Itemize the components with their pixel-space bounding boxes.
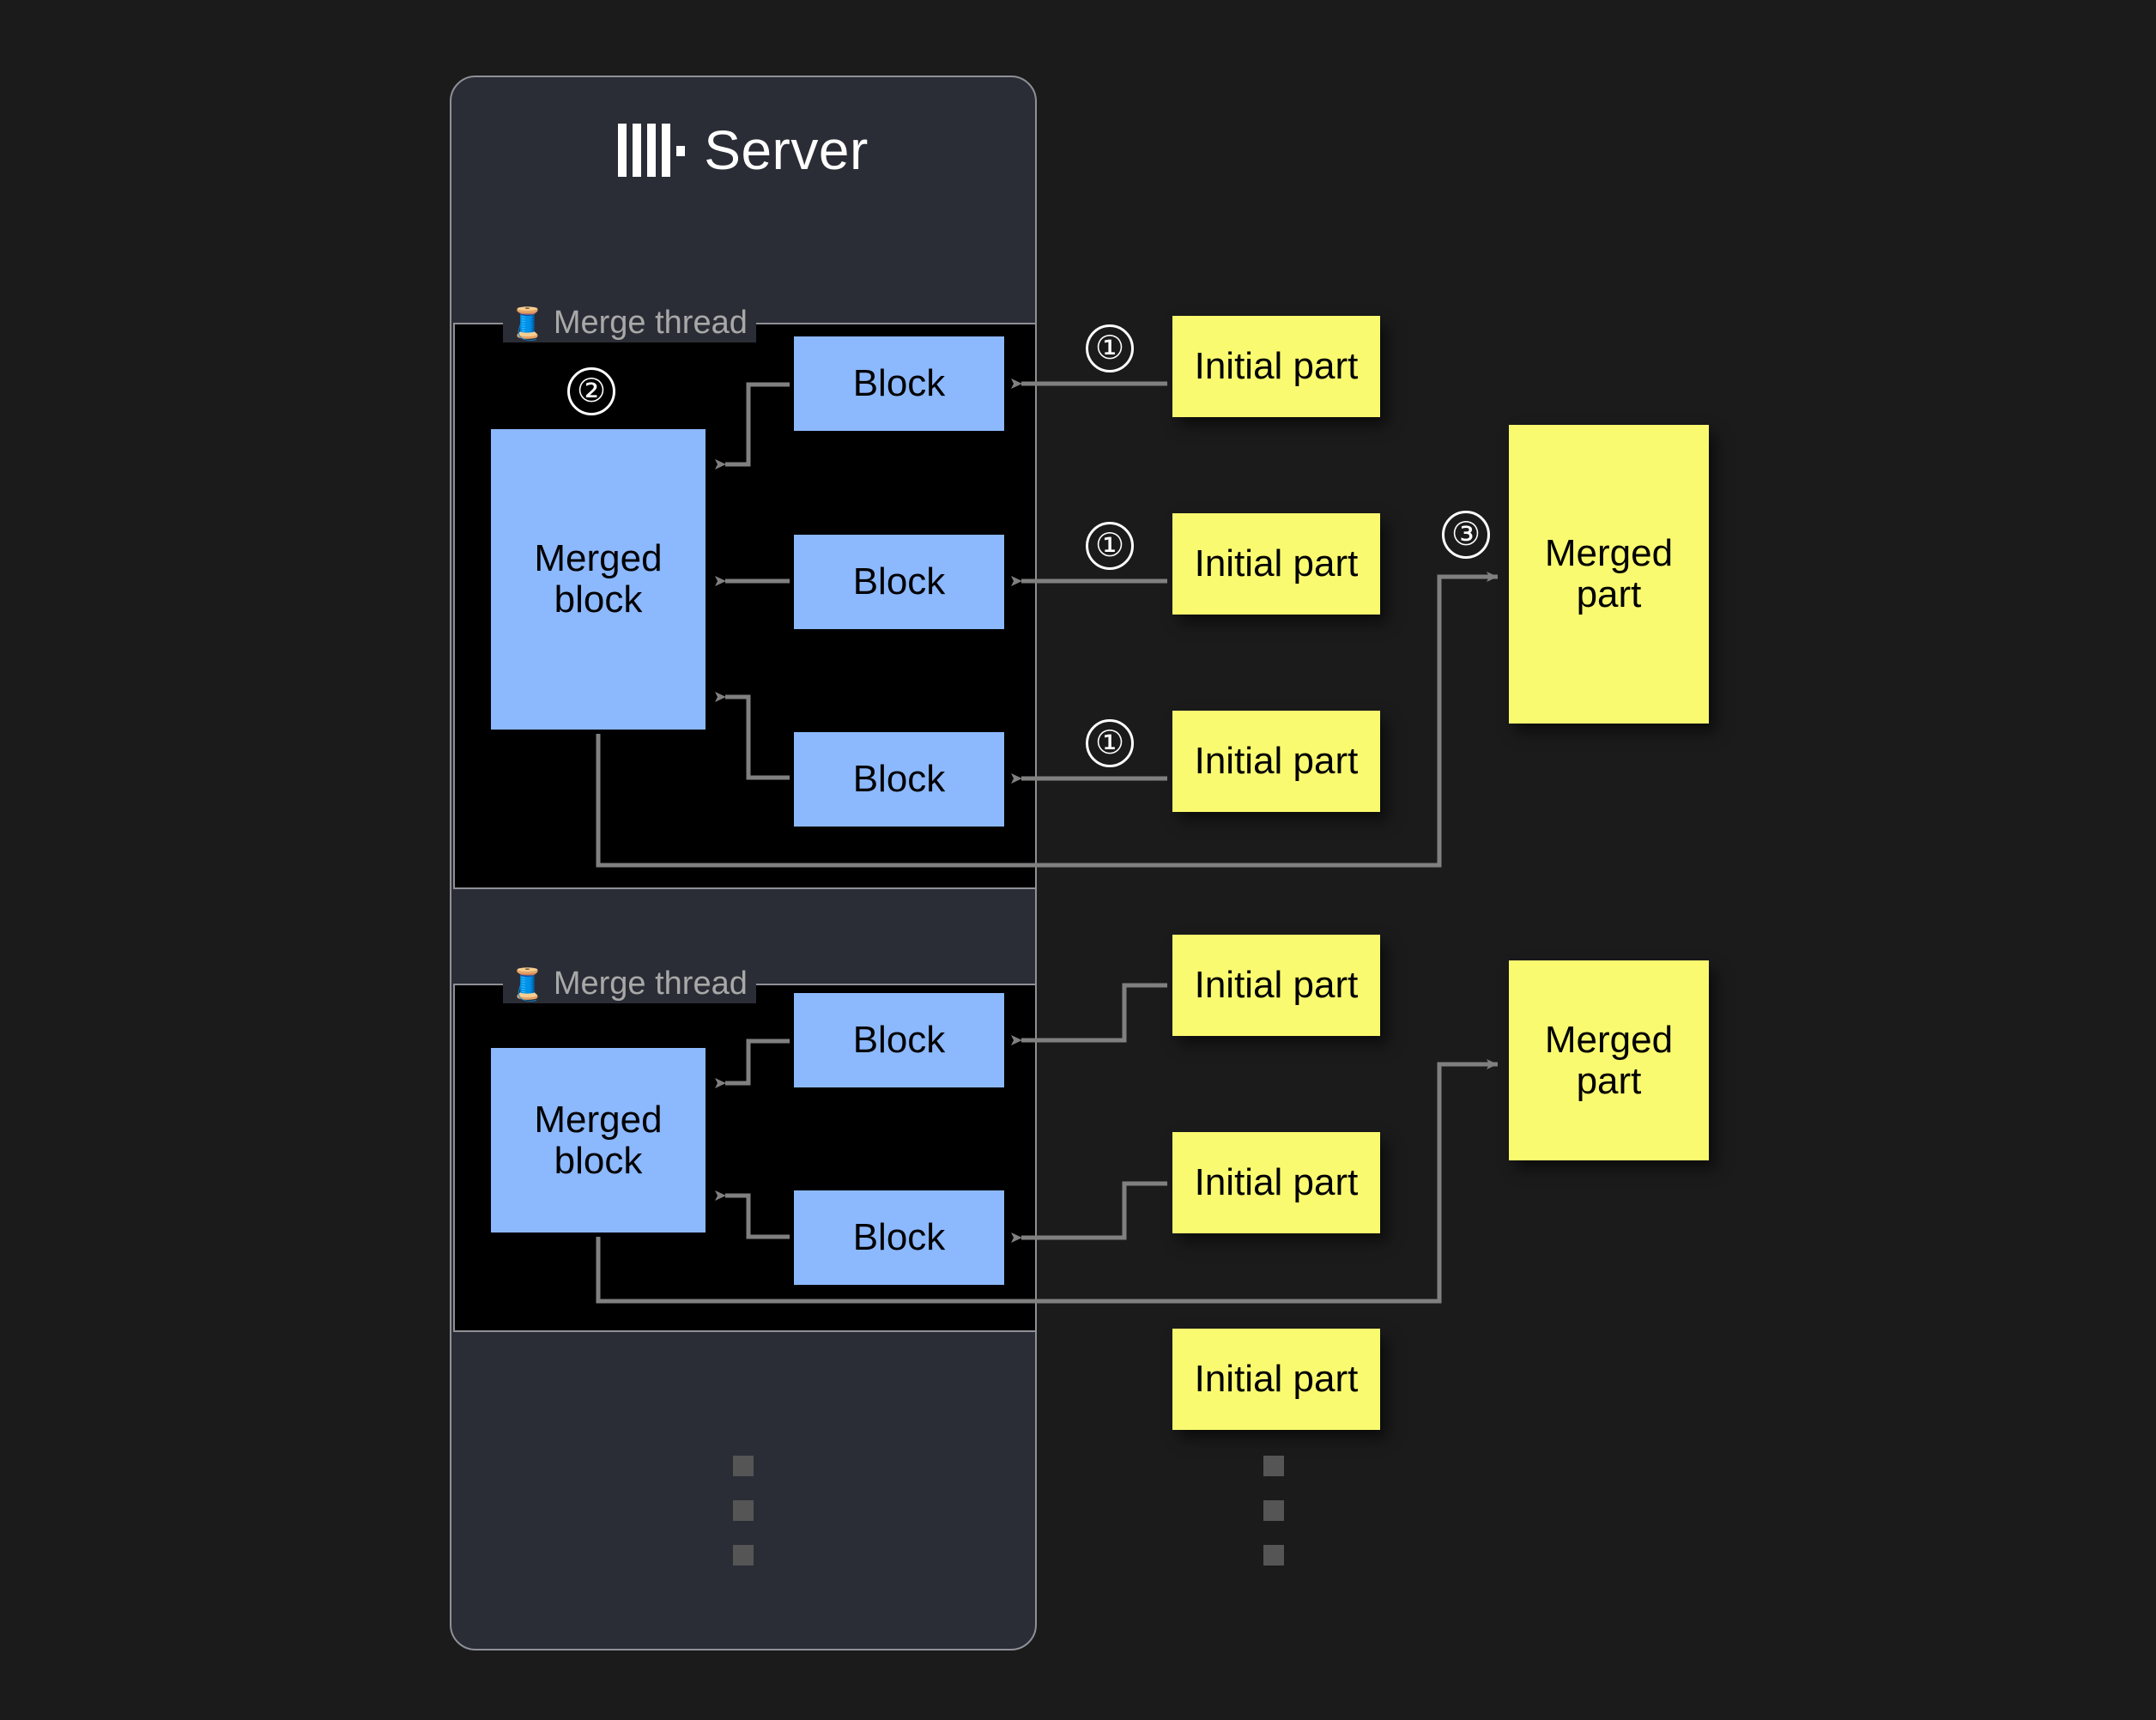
block-1-1: Block bbox=[794, 336, 1004, 431]
block-1-1-label: Block bbox=[852, 362, 946, 405]
merged-block-2-label: Merged block bbox=[534, 1098, 663, 1182]
merged-block-1: Merged block bbox=[491, 429, 706, 730]
merged-block-1-label: Merged block bbox=[534, 537, 663, 621]
step-marker-2: ② bbox=[567, 367, 615, 415]
dot bbox=[733, 1500, 754, 1521]
step-marker-1a: ① bbox=[1086, 324, 1134, 372]
thread-spool-icon: 🧵 bbox=[508, 306, 547, 341]
block-1-2: Block bbox=[794, 535, 1004, 629]
step-marker-2-label: ② bbox=[576, 373, 607, 409]
ellipsis-inside-panel bbox=[733, 1456, 754, 1566]
initial-part-6-label: Initial part bbox=[1194, 1358, 1359, 1401]
step-marker-1b: ① bbox=[1086, 522, 1134, 570]
merge-thread-label-1: 🧵 Merge thread bbox=[503, 305, 756, 342]
merged-part-2: Merged part bbox=[1509, 960, 1709, 1160]
wire-initialpart5-to-block22 bbox=[1011, 1181, 1167, 1243]
merge-thread-label-2: 🧵 Merge thread bbox=[503, 966, 756, 1003]
initial-part-5: Initial part bbox=[1172, 1132, 1380, 1233]
merged-part-2-label: Merged part bbox=[1544, 1018, 1674, 1102]
dot bbox=[1263, 1500, 1284, 1521]
merge-thread-label-text: Merge thread bbox=[553, 966, 748, 1002]
merged-part-1-label: Merged part bbox=[1544, 532, 1674, 615]
step-marker-1b-label: ① bbox=[1094, 528, 1125, 564]
initial-part-3-label: Initial part bbox=[1194, 740, 1359, 783]
block-2-2: Block bbox=[794, 1190, 1004, 1285]
initial-part-4: Initial part bbox=[1172, 935, 1380, 1036]
wire-initialpart4-to-block21 bbox=[1011, 983, 1167, 1045]
initial-part-6: Initial part bbox=[1172, 1329, 1380, 1430]
dot bbox=[1263, 1456, 1284, 1476]
step-marker-1a-label: ① bbox=[1094, 330, 1125, 366]
merge-thread-label-text: Merge thread bbox=[553, 305, 748, 341]
block-2-1-label: Block bbox=[852, 1019, 946, 1062]
block-2-2-label: Block bbox=[852, 1216, 946, 1259]
step-marker-1c: ① bbox=[1086, 719, 1134, 767]
step-marker-1c-label: ① bbox=[1094, 725, 1125, 761]
initial-part-5-label: Initial part bbox=[1194, 1161, 1359, 1204]
dot bbox=[1263, 1545, 1284, 1566]
step-marker-3: ③ bbox=[1442, 511, 1490, 559]
merged-part-1: Merged part bbox=[1509, 425, 1709, 724]
initial-part-1-label: Initial part bbox=[1194, 345, 1359, 388]
block-1-3: Block bbox=[794, 732, 1004, 827]
clickhouse-logo-icon bbox=[618, 124, 686, 177]
ellipsis-outside-panel bbox=[1263, 1456, 1284, 1566]
initial-part-2: Initial part bbox=[1172, 513, 1380, 615]
initial-part-3: Initial part bbox=[1172, 711, 1380, 812]
dot bbox=[733, 1456, 754, 1476]
block-1-3-label: Block bbox=[852, 758, 946, 801]
merged-block-2: Merged block bbox=[491, 1048, 706, 1232]
server-title-text: Server bbox=[704, 119, 869, 181]
dot bbox=[733, 1545, 754, 1566]
step-marker-3-label: ③ bbox=[1450, 517, 1481, 553]
block-2-1: Block bbox=[794, 993, 1004, 1087]
initial-part-1: Initial part bbox=[1172, 316, 1380, 417]
initial-part-4-label: Initial part bbox=[1194, 964, 1359, 1007]
thread-spool-icon: 🧵 bbox=[508, 966, 547, 1002]
server-title: Server bbox=[450, 112, 1037, 189]
block-1-2-label: Block bbox=[852, 560, 946, 603]
initial-part-2-label: Initial part bbox=[1194, 542, 1359, 585]
